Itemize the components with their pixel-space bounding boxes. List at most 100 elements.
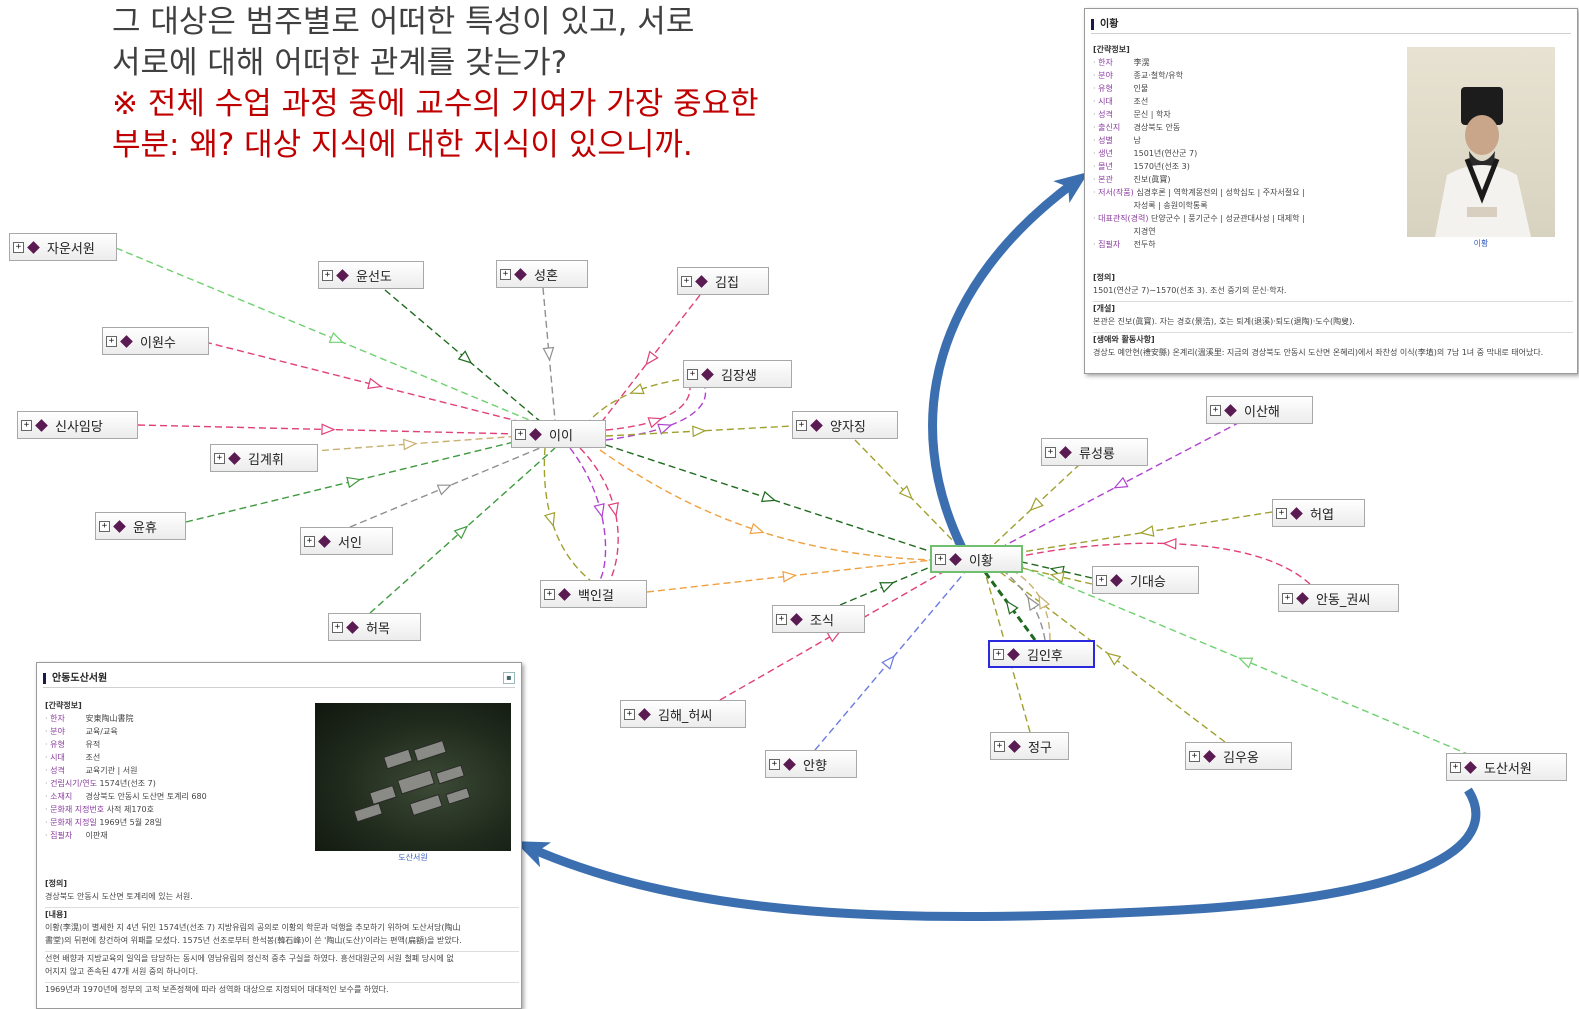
summary-key[interactable]: 건립시기/연도 — [45, 777, 97, 790]
node-isanhae[interactable]: +이산해 — [1206, 396, 1313, 424]
node-label: 김집 — [715, 275, 739, 291]
expand-icon[interactable]: + — [796, 419, 807, 431]
node-baekingeol[interactable]: +백인걸 — [540, 580, 647, 608]
summary-key[interactable]: 집필자 — [1093, 238, 1131, 251]
expand-icon[interactable]: + — [500, 268, 511, 280]
summary-key[interactable]: 분야 — [1093, 69, 1131, 82]
node-ryuseongryong[interactable]: +류성룡 — [1041, 438, 1148, 466]
node-seoin[interactable]: +서인 — [300, 527, 393, 555]
expand-icon[interactable]: + — [994, 740, 1005, 752]
summary-key[interactable]: 한자 — [1093, 56, 1131, 69]
expand-icon[interactable]: + — [332, 621, 343, 633]
node-giminhu[interactable]: +김인후 — [988, 640, 1095, 668]
expand-icon[interactable]: + — [106, 335, 117, 347]
node-gidaeseung[interactable]: +기대승 — [1092, 566, 1199, 594]
expand-icon[interactable]: + — [935, 553, 946, 565]
expand-icon[interactable]: + — [322, 269, 333, 281]
node-gimjip[interactable]: + 김집 — [677, 267, 769, 295]
summary-key[interactable]: 소재지 — [45, 790, 83, 803]
node-jaun-seowon[interactable]: +자운서원 — [9, 233, 117, 261]
node-anhyang[interactable]: +안향 — [765, 750, 857, 778]
node-sinsaimdang[interactable]: +신사임당 — [17, 411, 138, 439]
node-gimgyehwi[interactable]: +김계휘 — [210, 444, 318, 472]
edge-jaun-iyi — [115, 247, 559, 433]
expand-icon[interactable]: + — [681, 275, 692, 287]
expand-icon[interactable]: + — [515, 428, 526, 440]
summary-row: 분야 교육/교육 — [45, 725, 315, 738]
node-heoyeop[interactable]: +허엽 — [1272, 499, 1365, 527]
instance-diamond-icon — [783, 757, 796, 771]
summary-key[interactable]: 집필자 — [45, 829, 83, 842]
instance-diamond-icon — [318, 534, 331, 548]
summary-key[interactable]: 유형 — [1093, 82, 1131, 95]
node-iwonsu[interactable]: +이원수 — [102, 327, 209, 355]
expand-icon[interactable]: + — [1189, 750, 1200, 762]
node-label: 김해_허씨 — [658, 708, 713, 724]
summary-row: 시대 조선 — [1093, 95, 1403, 108]
node-gimjangsaeng[interactable]: +김장생 — [683, 360, 792, 388]
expand-icon[interactable]: + — [1450, 761, 1461, 773]
summary-row: 몰년 1570년(선조 3) — [1093, 160, 1403, 173]
edge-arrowhead — [647, 417, 663, 429]
expand-icon[interactable]: + — [687, 368, 698, 380]
node-seonghon[interactable]: +성혼 — [496, 260, 588, 288]
summary-value: 진보(眞寶) — [1131, 175, 1171, 184]
panel-title: 이황 — [1100, 18, 1119, 30]
summary-key[interactable]: 문화재 지정일 — [45, 816, 97, 829]
node-iyi[interactable]: +이이 — [511, 420, 606, 448]
node-ihwang[interactable]: +이황 — [930, 545, 1023, 573]
node-yunseondo[interactable]: +윤선도 — [318, 261, 424, 289]
summary-key[interactable]: 성격 — [1093, 108, 1131, 121]
expand-icon[interactable]: + — [13, 241, 24, 253]
node-josik[interactable]: +조식 — [772, 605, 865, 633]
expand-icon[interactable]: + — [1096, 574, 1107, 586]
panel-menu-button[interactable]: ▪ — [503, 672, 515, 684]
node-gimuong[interactable]: +김우옹 — [1185, 742, 1292, 770]
summary-key[interactable]: 생년 — [1093, 147, 1131, 160]
node-dosan-seowon[interactable]: +도산서원 — [1446, 753, 1567, 781]
expand-icon[interactable]: + — [776, 613, 787, 625]
summary-key[interactable]: 시대 — [45, 751, 83, 764]
overview-text: 본관은 진보(眞寶). 자는 경호(景浩), 호는 퇴계(退溪)·퇴도(退陶)·… — [1093, 317, 1355, 326]
expand-icon[interactable]: + — [21, 419, 32, 431]
summary-key[interactable]: 대표관직(경력) — [1093, 212, 1148, 225]
expand-icon[interactable]: + — [624, 708, 635, 720]
node-gimhae-heossi[interactable]: + 김해_허씨 — [620, 700, 746, 728]
edge-arrowhead — [593, 502, 605, 519]
instance-diamond-icon — [1007, 647, 1020, 661]
node-yangjajing[interactable]: + 양자징 — [792, 411, 898, 439]
summary-key[interactable]: 시대 — [1093, 95, 1131, 108]
expand-icon[interactable]: + — [214, 452, 225, 464]
expand-icon[interactable]: + — [1276, 507, 1287, 519]
expand-icon[interactable]: + — [304, 535, 315, 547]
summary-key[interactable]: 성격 — [45, 764, 83, 777]
node-heomok[interactable]: +허목 — [328, 613, 421, 641]
edge-arrowhead — [782, 570, 798, 583]
instance-diamond-icon — [1059, 445, 1072, 459]
summary-key[interactable]: 몰년 — [1093, 160, 1131, 173]
lecture-heading: 그 대상은 범주별로 어떠한 특성이 있고, 서로 서로에 대해 어떠한 관계를… — [112, 2, 942, 166]
expand-icon[interactable]: + — [1045, 446, 1056, 458]
instance-diamond-icon — [336, 268, 349, 282]
expand-icon[interactable]: + — [993, 648, 1004, 660]
summary-row: 문화재 지정번호 사적 제170호 — [45, 803, 315, 816]
node-andong-gwonssi[interactable]: +안동_권씨 — [1278, 584, 1399, 612]
summary-key[interactable]: 본관 — [1093, 173, 1131, 186]
expand-icon[interactable]: + — [769, 758, 780, 770]
summary-key[interactable]: 성별 — [1093, 134, 1131, 147]
expand-icon[interactable]: + — [99, 520, 110, 532]
node-jeonggu[interactable]: +정구 — [990, 732, 1069, 760]
expand-icon[interactable]: + — [1282, 592, 1293, 604]
summary-key[interactable]: 한자 — [45, 712, 83, 725]
expand-icon[interactable]: + — [544, 588, 555, 600]
expand-icon[interactable]: + — [1210, 404, 1221, 416]
summary-key[interactable]: 문화재 지정번호 — [45, 803, 104, 816]
summary-key[interactable]: 유형 — [45, 738, 83, 751]
summary-value: 이판재 — [83, 831, 108, 840]
summary-key[interactable]: 분야 — [45, 725, 83, 738]
node-label: 양자징 — [830, 419, 866, 435]
summary-key[interactable]: 저서(작품) — [1093, 186, 1134, 199]
summary-key[interactable]: 출신지 — [1093, 121, 1131, 134]
node-yunhyu[interactable]: +윤휴 — [95, 512, 186, 540]
summary-list: 한자 安東陶山書院분야 교육/교육유형 유적시대 조선성격 교육기관 | 서원건… — [45, 712, 315, 842]
